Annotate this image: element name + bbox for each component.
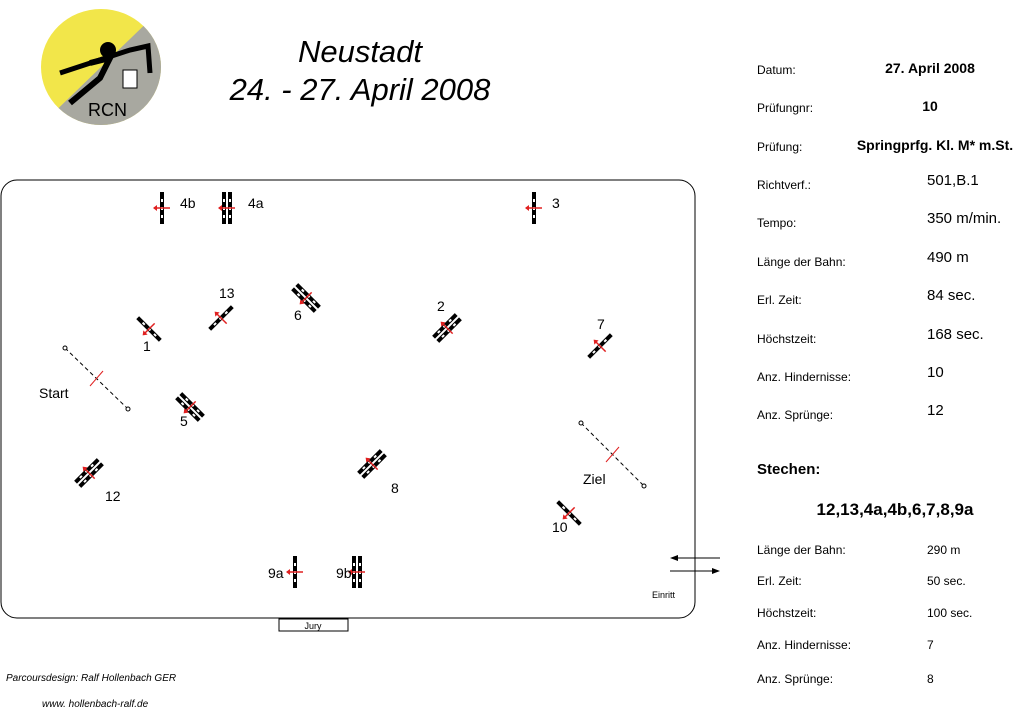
obstacle-number: 1 [143, 338, 151, 354]
obstacle-13 [208, 305, 234, 331]
obstacle-number: 13 [219, 285, 235, 301]
event-dates: 24. - 27. April 2008 [229, 72, 491, 107]
obstacle-number: 9a [268, 565, 284, 581]
obstacle-number: 3 [552, 195, 560, 211]
obstacle-number: 6 [294, 307, 302, 323]
obstacle-9a [286, 556, 303, 588]
designer-website[interactable]: www. hollenbach-ralf.de [42, 699, 149, 710]
info-label: Anz. Sprünge: [757, 408, 834, 422]
info-label: Länge der Bahn: [757, 255, 846, 269]
info-label: Tempo: [757, 216, 797, 230]
obstacle-number: 5 [180, 413, 188, 429]
finish-label: Ziel [583, 471, 606, 487]
info-label: Höchstzeit: [757, 332, 817, 346]
obstacle-9b [348, 556, 365, 588]
obstacle-number: 7 [597, 316, 605, 332]
obstacle-5 [175, 392, 205, 422]
jump-off-value: 290 m [927, 543, 961, 557]
logo-initials: RCN [88, 100, 127, 120]
jury-box [278, 618, 349, 632]
jump-off-label: Erl. Zeit: [757, 574, 802, 588]
jump-off-sequence: 12,13,4a,4b,6,7,8,9a [816, 500, 974, 519]
info-value: 10 [922, 98, 938, 114]
obstacle-2 [432, 313, 462, 343]
start-label: Start [39, 385, 69, 401]
obstacle-number: 2 [437, 298, 445, 314]
obstacle-12 [74, 458, 104, 488]
designer-credit: Parcoursdesign: Ralf Hollenbach GER [6, 673, 177, 684]
obstacle-number: 10 [552, 519, 568, 535]
info-value: 12 [927, 402, 944, 419]
info-label: Datum: [757, 63, 796, 77]
info-value: 350 m/min. [927, 210, 1002, 227]
jump-off-value: 50 sec. [927, 574, 966, 588]
finish-direction-arrow [605, 446, 620, 463]
start-direction-arrow [89, 370, 104, 387]
entrance-arrows [670, 555, 720, 574]
jump-off-heading: Stechen: [757, 461, 821, 478]
obstacle-7 [587, 333, 613, 359]
info-value: 501,B.1 [927, 172, 979, 189]
event-title: Neustadt [297, 34, 423, 69]
entrance-label: Einritt [652, 590, 676, 600]
jump-off-label: Höchstzeit: [757, 606, 817, 620]
arena-boundary [0, 179, 696, 619]
info-value: Springprfg. Kl. M* m.St. [856, 137, 1014, 153]
info-value: 10 [927, 364, 944, 381]
jump-off-label: Länge der Bahn: [757, 543, 846, 557]
info-value: 27. April 2008 [885, 60, 975, 76]
obstacle-4a [218, 192, 235, 224]
obstacle-number: 8 [391, 480, 399, 496]
obstacle-number: 9b [336, 565, 352, 581]
info-label: Prüfung: [757, 140, 803, 154]
obstacle-4b [153, 192, 170, 224]
info-label: Prüfungnr: [757, 101, 814, 115]
info-label: Richtverf.: [757, 178, 812, 192]
obstacle-8 [357, 449, 387, 479]
obstacle-number: 4b [180, 195, 196, 211]
info-value: 84 sec. [927, 287, 976, 304]
info-value: 490 m [927, 249, 969, 266]
jump-off-label: Anz. Hindernisse: [757, 638, 852, 652]
jump-off-value: 7 [927, 638, 934, 652]
jump-off-label: Anz. Sprünge: [757, 672, 834, 686]
obstacle-number: 12 [105, 488, 121, 504]
obstacle-3 [525, 192, 542, 224]
jump-off-value: 100 sec. [927, 606, 973, 620]
club-logo: RCN [40, 8, 162, 126]
course-plan: Jury Start Ziel Einritt 4b 4a 3 1 13 6 2 7 5 12 8 1… [0, 179, 720, 632]
info-label: Anz. Hindernisse: [757, 370, 852, 384]
info-label: Erl. Zeit: [757, 293, 802, 307]
obstacle-6 [291, 283, 321, 313]
info-value: 168 sec. [927, 326, 984, 343]
obstacle-1 [136, 316, 162, 342]
jury-label: Jury [304, 621, 322, 631]
obstacle-10 [556, 500, 582, 526]
jump-off-value: 8 [927, 672, 934, 686]
obstacle-number: 4a [248, 195, 264, 211]
